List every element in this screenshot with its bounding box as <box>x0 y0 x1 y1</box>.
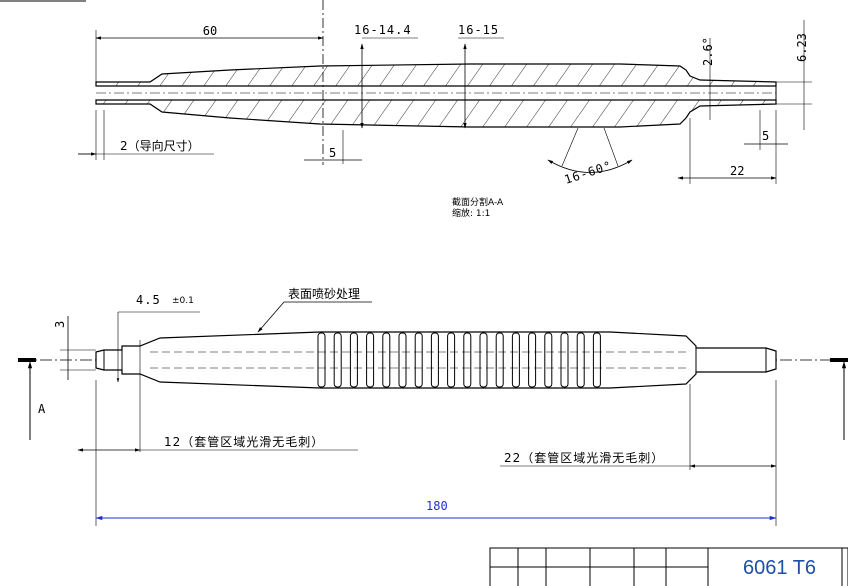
grip-groove <box>398 332 407 388</box>
grip-groove <box>528 332 537 388</box>
material-label: 6061 T6 <box>743 557 816 579</box>
grip-groove <box>495 332 504 388</box>
note-surface-treatment: 表面喷砂处理 <box>288 287 360 301</box>
dim-6-23-label: 6.23 <box>795 33 809 62</box>
dim-16-60-label: 16-60° <box>563 158 614 187</box>
grip-groove <box>317 332 326 388</box>
dim-180-label: 180 <box>426 499 448 513</box>
dim-60-label: 60 <box>203 24 217 38</box>
grip-groove <box>414 332 423 388</box>
title-block <box>489 547 848 586</box>
scale-caption: 缩放: 1:1 <box>452 207 490 219</box>
grip-groove <box>382 332 391 388</box>
grip-groove <box>463 332 472 388</box>
shaft-outline <box>95 331 777 389</box>
grip-groove <box>333 332 342 388</box>
grip-groove <box>349 332 358 388</box>
section-caption: 截面分割A-A <box>452 196 504 208</box>
dim-4-5-tolerance: ±0.1 <box>172 296 194 306</box>
section-lower-half <box>95 99 777 128</box>
grip-groove <box>479 332 488 388</box>
grip-groove <box>430 332 439 388</box>
dim-16-15-label: 16-15 <box>458 23 499 37</box>
grip-grooves <box>317 332 601 388</box>
section-upper-half <box>95 63 777 87</box>
note-12-left: 12（套管区域光滑无毛刺） <box>164 434 324 449</box>
dim-3-label: 3 <box>53 321 67 328</box>
dim-2-6-label: 2.6° <box>701 37 715 66</box>
grip-groove <box>592 332 601 388</box>
main-view: A 3 4.5 ±0.1 表面喷砂处理 12（套管区域光滑无毛刺） 22（套管区… <box>18 287 848 526</box>
section-view: 60 16-14.4 16-15 2.6° 6.23 2（导向尺寸） 5 16-… <box>78 0 812 219</box>
grip-groove <box>576 332 585 388</box>
grip-groove <box>366 332 375 388</box>
grip-groove <box>560 332 569 388</box>
grip-groove <box>511 332 520 388</box>
grip-groove <box>544 332 553 388</box>
dim-5-groove-label: 5 <box>329 146 336 160</box>
dim-2-guide-label: 2（导向尺寸） <box>120 138 200 153</box>
dim-16-14-4-label: 16-14.4 <box>354 23 412 37</box>
dim-5-right-label: 5 <box>762 129 769 143</box>
grip-groove <box>447 332 456 388</box>
note-22-right: 22（套管区域光滑无毛刺） <box>504 450 664 465</box>
dim-22-right-label: 22 <box>730 164 744 178</box>
dim-4-5-label: 4.5 <box>136 293 161 307</box>
section-label-a: A <box>38 402 46 416</box>
